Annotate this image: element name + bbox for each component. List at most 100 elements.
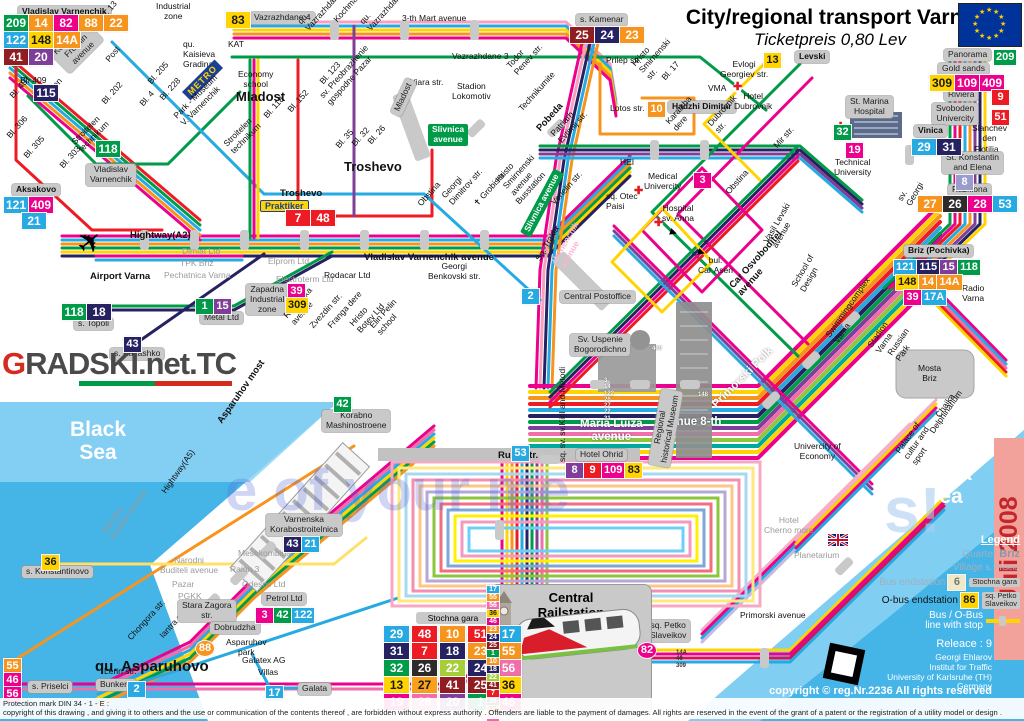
stop-marker <box>330 20 339 40</box>
route-badge-group: 9 <box>992 87 1010 105</box>
route-badge: 56 <box>487 602 499 610</box>
footer-line-1: Protection mark DIN 34 - 1 - E : <box>3 699 109 708</box>
route-badge-group: 3 <box>694 170 712 188</box>
map-label: Planetarium <box>794 550 840 560</box>
route-badge: 42 <box>274 608 291 623</box>
map-label: sq. sv. sv.Kiril and Metodi <box>557 366 567 462</box>
map-label: Electroterm Ltd <box>276 274 334 284</box>
route-badge-group: 39 <box>288 281 306 299</box>
route-badge-group: 46 <box>4 670 22 688</box>
route-badge: 41 <box>487 682 499 690</box>
map-label: KAT <box>228 39 244 49</box>
map-label: Maria Luiza avenue <box>580 418 643 444</box>
route-badge: 48 <box>311 210 335 226</box>
legend-example: Briz <box>999 548 1020 560</box>
route-badge-group: 8 <box>956 172 974 190</box>
route-badge: 13 <box>764 53 781 68</box>
map-label: Bl. 409 <box>20 75 47 85</box>
route-badge: 13 <box>384 677 409 693</box>
map-label: Hotel Dubrovnik <box>734 91 773 111</box>
stop-marker <box>470 20 479 40</box>
route-badge: 1 <box>196 299 213 314</box>
route-badge: 14A <box>937 275 962 290</box>
route-badge: 82 <box>638 643 656 658</box>
route-badge: 118 <box>958 260 980 275</box>
route-badge: 148 <box>29 32 54 48</box>
map-label: 409 <box>652 346 663 352</box>
route-badge: 109 <box>602 463 625 478</box>
map-label: Lotos str. <box>610 103 645 113</box>
route-badge: 27 <box>918 196 942 212</box>
route-badge: 17 <box>487 586 499 594</box>
route-badge: 51 <box>992 110 1009 125</box>
route-badge: 209 <box>4 15 29 31</box>
route-badge: 39 <box>904 290 921 305</box>
map-label: sq. Otec Paisi <box>606 191 638 211</box>
stop-marker <box>700 140 709 160</box>
route-badge: 115 <box>917 260 940 275</box>
map-label: Primorski avenue <box>740 610 806 620</box>
map-label: TPK Briz <box>180 258 214 268</box>
map-label: 3 14 122 26 27 22 31 <box>604 378 615 422</box>
map-label: qu. Kaisieva Gradina <box>183 39 216 69</box>
route-badge: 3 <box>256 608 273 623</box>
stop-marker <box>762 391 781 410</box>
map-label: Asparuhov park <box>226 637 267 657</box>
stop-marker <box>905 145 914 165</box>
stop-marker <box>258 541 277 560</box>
gradski-logo: GRADSKI.net.TC <box>2 348 237 386</box>
route-badge-group: 10 <box>648 99 666 117</box>
map-label: Raion 3 <box>230 564 260 574</box>
route-badge: 55 <box>4 659 21 674</box>
map-label: Levski <box>795 51 830 63</box>
map-label: Technical University <box>834 157 872 177</box>
map-label: s. Priselci <box>28 681 73 693</box>
legend-label: Bus / O-Bus line with stop <box>925 609 983 631</box>
map-label: PGKK <box>178 591 202 601</box>
route-badge: 23 <box>487 626 499 634</box>
map-label: Stara Zagora str. <box>178 600 236 622</box>
legend-row: Bus / O-Bus line with stop <box>828 609 1020 632</box>
map-label: Villas <box>258 667 279 677</box>
route-badge-group: 83 <box>226 11 251 29</box>
page-subtitle: Ticketpreis 0,80 Lev <box>754 30 906 49</box>
credits-block: Releace : 9 Georgi Ehlarov Institut for … <box>812 638 992 692</box>
route-badge-group: 309 <box>286 295 309 313</box>
page-title: City/regional transport Varna <box>685 6 975 29</box>
route-badge: 2 <box>128 682 145 697</box>
black-sea-label-left: Black Sea <box>70 418 127 465</box>
route-badge: 409 <box>980 75 1005 91</box>
route-badge: 22 <box>104 15 129 31</box>
map-label: Pechatnica Varna <box>164 270 231 280</box>
legend-example: s. Priselci <box>985 563 1020 572</box>
route-badge: 31 <box>937 139 961 155</box>
map-label: Sv. Uspenie Bogorodichno <box>570 334 631 356</box>
route-badge: 148 <box>896 275 919 290</box>
photo-watermark-text: e of your me <box>225 458 570 523</box>
map-label: ✚ <box>634 185 644 197</box>
map-label: Mosta Briz <box>918 363 942 383</box>
route-badge: 18 <box>487 666 499 674</box>
credit-line: Germany <box>957 681 992 692</box>
stop-marker <box>230 567 249 586</box>
route-badge: 18 <box>440 643 465 659</box>
route-badge: 83 <box>226 12 250 28</box>
route-badge: 46 <box>4 673 21 688</box>
route-badge: 26 <box>412 660 437 676</box>
eu-star: ★ <box>972 21 979 28</box>
stop-marker <box>630 380 650 389</box>
route-badge: 9 <box>584 463 601 478</box>
stop-marker <box>760 648 769 668</box>
map-label: Hadzhi Dimitar <box>668 101 736 113</box>
map-label: s. Topoli <box>74 318 114 330</box>
map-label: Zapadna Industrial zone <box>246 284 289 316</box>
train-illustration <box>496 591 641 661</box>
map-label: Svoboden Univercity <box>932 103 979 125</box>
map-label: qu. Asparuhovo <box>95 658 209 675</box>
route-badge: 24 <box>468 660 493 676</box>
